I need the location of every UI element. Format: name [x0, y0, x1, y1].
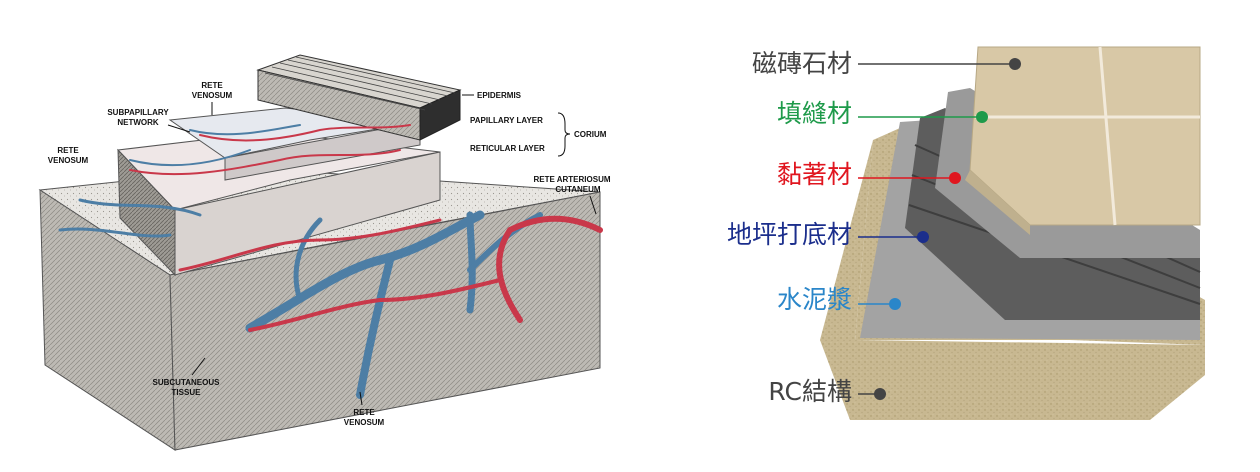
- tile-edge: [965, 170, 1030, 235]
- label-rete-arteriosum-line1: RETE ARTERIOSUM: [533, 175, 610, 184]
- floor-layer-label: 黏著材: [777, 160, 852, 189]
- floor-layer-marker-dot: [917, 231, 929, 243]
- floor-layer-marker-dot: [1009, 58, 1021, 70]
- label-subpapillary-line2: NETWORK: [117, 118, 159, 127]
- floor-layer-label: 水泥漿: [777, 285, 852, 314]
- label-epidermis: EPIDERMIS: [477, 91, 522, 100]
- label-subcutaneous-line1: SUBCUTANEOUS: [153, 378, 221, 387]
- label-rete-arteriosum-line2: CUTANEUM: [555, 185, 601, 194]
- skin-labels: EPIDERMIS PAPILLARY LAYER RETICULAR LAYE…: [48, 81, 611, 427]
- skin-cross-section-diagram: EPIDERMIS PAPILLARY LAYER RETICULAR LAYE…: [38, 54, 611, 451]
- floor-layer-marker-dot: [976, 111, 988, 123]
- label-rete-venosum-top-line1: RETE: [201, 81, 223, 90]
- label-rete-venosum-bottom-line2: VENOSUM: [344, 418, 385, 427]
- reticular-layer-side: [174, 151, 441, 276]
- label-rete-venosum-bottom-line1: RETE: [353, 408, 375, 417]
- label-rete-venosum-left-line2: VENOSUM: [48, 156, 89, 165]
- floor-layer-label: RC結構: [768, 377, 852, 406]
- floor-layer-marker-dot: [949, 172, 961, 184]
- floor-layer-label: 填縫材: [777, 99, 852, 128]
- floor-layer-marker-dot: [889, 298, 901, 310]
- label-subpapillary-line1: SUBPAPILLARY: [107, 108, 169, 117]
- papillary-layer-side: [224, 121, 421, 181]
- label-rete-venosum-left-line1: RETE: [57, 146, 79, 155]
- floor-layer-label: 磁磚石材: [752, 49, 852, 78]
- epidermis-ridges: [264, 56, 456, 111]
- rc-structure-front: [820, 140, 873, 340]
- floor-tile-layer-diagram: 磁磚石材填縫材黏著材地坪打底材水泥漿 RC結構: [630, 0, 1260, 472]
- label-rete-venosum-top-line2: VENOSUM: [192, 91, 233, 100]
- subcutaneous-side-face: [169, 191, 601, 451]
- skin-diagram-svg: EPIDERMIS PAPILLARY LAYER RETICULAR LAYE…: [38, 54, 611, 451]
- label-reticular-layer: RETICULAR LAYER: [470, 144, 545, 153]
- label-papillary-layer: PAPILLARY LAYER: [470, 116, 543, 125]
- rc-structure-body: [820, 340, 1205, 420]
- floor-layer-label: 地坪打底材: [727, 220, 852, 249]
- label-subcutaneous-line2: TISSUE: [172, 388, 202, 397]
- floor-layer-marker-dot: [874, 388, 886, 400]
- label-corium: CORIUM: [574, 130, 607, 139]
- tile-grout-lines: [975, 46, 1200, 226]
- rete-arteriosum-vessels: [129, 124, 603, 332]
- tile-surface: [969, 46, 1201, 226]
